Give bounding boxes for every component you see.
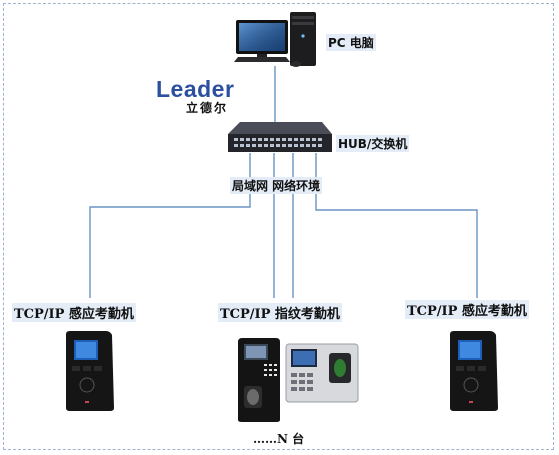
fingerprint-terminal-icon	[285, 343, 359, 403]
leader-logo: Leader 立德尔	[156, 76, 266, 116]
device-label-right: TCP/IP 感应考勤机	[405, 300, 529, 319]
diagram-frame	[3, 3, 554, 450]
card-reader-icon	[66, 331, 114, 411]
hub-to-left-line	[89, 153, 251, 298]
pc-label: PC 电脑	[326, 34, 376, 51]
logo-wordmark: Leader	[156, 76, 235, 102]
fingerprint-terminal-icon	[238, 338, 280, 422]
network-switch-icon	[228, 122, 332, 152]
device-label-center: TCP/IP 指纹考勤机	[218, 303, 342, 322]
lan-label: 局域网 网络环境	[230, 177, 323, 194]
device-count-label: ……N 台	[253, 432, 305, 446]
hub-label: HUB/交换机	[336, 135, 410, 152]
card-reader-icon	[450, 331, 498, 411]
device-label-left: TCP/IP 感应考勤机	[12, 303, 136, 322]
hub-to-right-line	[315, 153, 478, 298]
logo-cn-name: 立德尔	[186, 101, 229, 115]
desktop-pc-icon	[234, 12, 316, 67]
